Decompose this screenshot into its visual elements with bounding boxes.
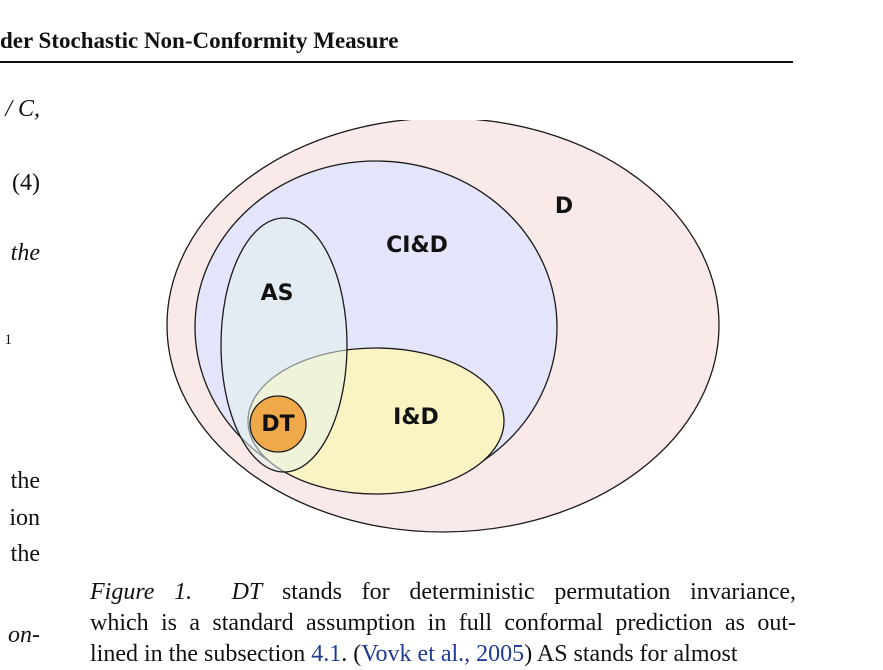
caption-figure-tag: Figure 1. (90, 579, 193, 605)
left-fragment-2: (4) (12, 170, 40, 196)
label-id: I&D (393, 405, 439, 430)
left-fragment-6: ion (9, 505, 40, 531)
header-rule (0, 61, 793, 63)
figure-caption: Figure 1. DT stands for deterministic pe… (90, 577, 796, 670)
caption-term-dt: DT (231, 579, 263, 605)
set-dt-circle (249, 395, 307, 453)
citation-link[interactable]: Vovk et al., 2005 (361, 641, 525, 667)
label-as: AS (261, 281, 294, 306)
caption-line-3: lined in the subsection 4.1. (Vovk et al… (90, 641, 738, 667)
left-fragment-4: 1 (4, 332, 13, 348)
label-dt: DT (261, 412, 294, 437)
left-column-fragments: / C, (4) the 1 the ion the on- (0, 0, 41, 649)
section-ref-link[interactable]: 4.1 (311, 641, 342, 667)
left-fragment-7: the (10, 541, 40, 567)
label-ci: CI&D (386, 233, 448, 258)
venn-diagram: D CI&D AS I&D DT (166, 120, 720, 533)
left-fragment-1: / C, (5, 96, 40, 122)
caption-line-1: Figure 1. DT stands for deterministic pe… (90, 579, 796, 605)
left-fragment-3: the (10, 240, 40, 266)
caption-line-2: which is a standard assumption in full c… (90, 610, 796, 636)
left-fragment-5: the (10, 468, 40, 494)
set-as-ellipse (220, 217, 348, 473)
label-d: D (555, 194, 573, 219)
running-header-title: der Stochastic Non-Conformity Measure (0, 28, 399, 53)
left-fragment-8: on- (8, 622, 40, 648)
